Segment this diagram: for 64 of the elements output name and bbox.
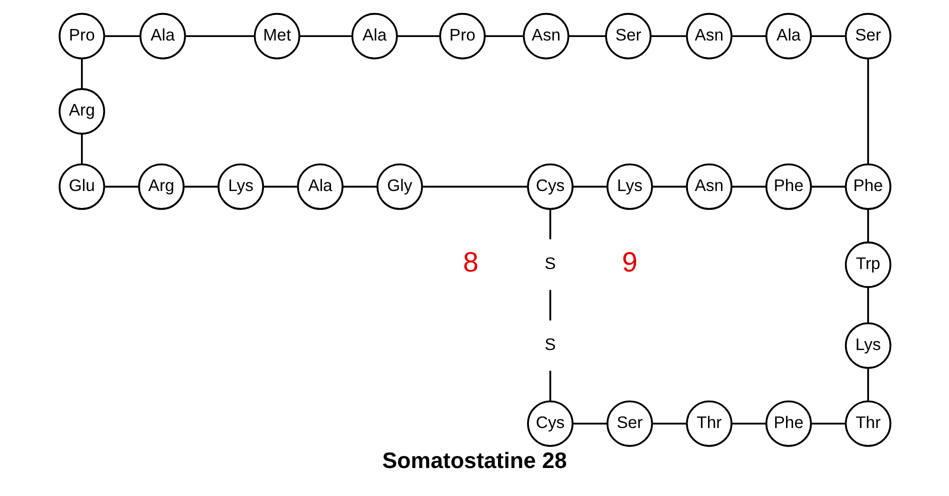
node-circle: Thr (686, 400, 732, 447)
node-circle: Ala (296, 163, 343, 210)
connector (548, 290, 551, 320)
node-circle: Asn (522, 12, 569, 60)
connector (572, 186, 607, 188)
node-circle: Lys (606, 163, 652, 210)
node-circle: Ala (350, 12, 398, 60)
node-circle: Ser (844, 12, 891, 60)
connector (342, 186, 377, 188)
connector (80, 134, 82, 164)
node-circle: Phe (844, 163, 891, 210)
connector (80, 58, 82, 89)
connector (810, 422, 846, 425)
label: 8 (462, 246, 478, 278)
node-circle: Cys (526, 400, 573, 447)
connector (104, 35, 140, 37)
connector (810, 35, 846, 37)
connector (299, 35, 352, 37)
node-circle: Ser (604, 12, 652, 60)
node-circle: Ala (764, 12, 812, 60)
connector (866, 209, 869, 242)
node-circle: Thr (844, 400, 891, 447)
node-circle: Lys (217, 163, 264, 210)
node-circle: Pro (58, 12, 105, 60)
node-circle: Phe (764, 163, 812, 210)
connector (572, 422, 607, 425)
connector (548, 370, 551, 401)
connector (650, 35, 686, 37)
connector (731, 35, 766, 37)
node-text: S (544, 334, 556, 354)
connector (104, 186, 139, 188)
node-circle: Arg (138, 163, 184, 210)
node-circle: Cys (526, 163, 573, 210)
label: 9 (621, 246, 637, 278)
caption: Somatostatine 28 (382, 448, 566, 473)
node-circle: Glu (58, 163, 105, 210)
connector (731, 186, 766, 188)
node-circle: Asn (686, 163, 732, 210)
connector (396, 35, 440, 37)
node-circle: Met (253, 12, 300, 60)
connector (810, 186, 846, 188)
connector (652, 422, 686, 425)
connector (866, 58, 869, 164)
node-circle: Lys (844, 322, 891, 369)
node-circle: Asn (686, 12, 732, 60)
connector (484, 35, 524, 37)
connector (548, 209, 551, 240)
connector (184, 35, 254, 37)
connector (731, 422, 766, 425)
connector (568, 35, 606, 37)
node-circle: Arg (58, 88, 105, 135)
connector (183, 186, 218, 188)
node-circle: Pro (438, 12, 486, 60)
node-circle: Ala (139, 12, 186, 60)
node-circle: Gly (376, 163, 422, 210)
node-text: S (544, 254, 556, 274)
connector (866, 287, 869, 324)
node-circle: Trp (844, 242, 891, 288)
connector (262, 186, 298, 188)
connector (422, 186, 528, 188)
node-circle: Phe (764, 400, 812, 447)
connector (866, 368, 869, 401)
connector (652, 186, 686, 188)
node-circle: Ser (606, 400, 652, 447)
